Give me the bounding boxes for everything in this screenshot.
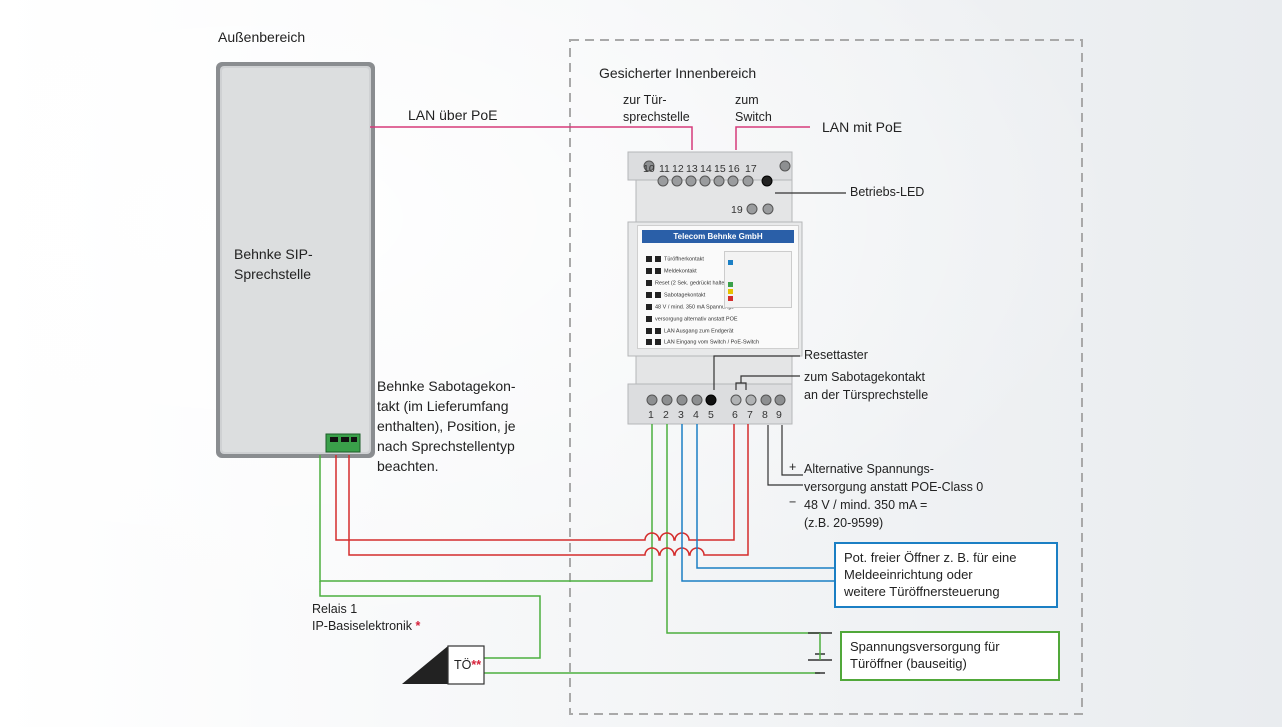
terminal-15: 15	[714, 163, 726, 175]
terminal-7: 7	[747, 409, 753, 421]
power-supply-box: Spannungsversorgung für Türöffner (bause…	[840, 631, 1060, 681]
tamper-station-label: zum Sabotagekontakt an der Türsprechstel…	[804, 370, 929, 402]
green-wire-relay	[319, 581, 541, 659]
tamper-contact-module	[325, 433, 361, 453]
to-door-station-label: zur Tür- sprechstelle	[623, 93, 690, 124]
to-switch-label: zum Switch	[735, 93, 772, 124]
lan-poe-outdoor-label: LAN über PoE	[408, 107, 498, 123]
terminal-17: 17	[745, 163, 757, 175]
terminal-19: 19	[731, 204, 743, 216]
terminal-16: 16	[728, 163, 740, 175]
terminal-3: 3	[678, 409, 684, 421]
tamper-note-label: Behnke Sabotagekon- takt (im Lieferumfan…	[377, 378, 516, 474]
terminal-11: 11	[659, 163, 670, 175]
terminal-14: 14	[700, 163, 712, 175]
lan-poe-outdoor-line	[370, 126, 693, 150]
lan-with-poe-line	[735, 126, 810, 150]
operating-led-label: Betriebs-LED	[850, 185, 925, 199]
lan-with-poe-label: LAN mit PoE	[822, 119, 903, 135]
secured-indoor-label: Gesicherter Innenbereich	[599, 65, 757, 81]
bottom-terminals	[646, 394, 786, 406]
terminal-10: 10	[643, 163, 655, 175]
door-opener-wedge	[402, 646, 448, 684]
door-opener-label: TÖ**	[454, 658, 482, 672]
top-terminals	[643, 160, 791, 215]
terminal-12: 12	[672, 163, 684, 175]
alt-power-line-3: 48 V / mind. 350 mA =	[804, 498, 928, 512]
reset-leader	[713, 355, 800, 390]
relay-asterisk: *	[415, 619, 421, 633]
terminal-5: 5	[708, 409, 714, 421]
alt-power-plus: +	[789, 460, 797, 474]
device-label: Telecom Behnke GmbH Türöffnerkontakt Mel…	[637, 225, 799, 349]
blue-wire-2	[696, 424, 834, 569]
potential-free-opener-box: Pot. freier Öffner z. B. für eine Meldee…	[834, 542, 1058, 608]
tamper-leader	[740, 375, 800, 383]
alt-power-plus-wire	[781, 425, 803, 476]
green-wire-1	[319, 424, 653, 582]
terminal-9: 9	[776, 409, 782, 421]
secured-area-border	[569, 39, 1083, 715]
alt-power-minus: −	[789, 495, 797, 509]
outdoor-label: Außenbereich	[218, 29, 306, 45]
door-opener-asterisks: **	[471, 658, 482, 672]
alt-power-line-2: versorgung anstatt POE-Class 0	[804, 480, 984, 494]
terminal-8: 8	[762, 409, 768, 421]
red-wire-1	[335, 424, 735, 541]
relay-line-2: IP-Basiselektronik *	[312, 619, 421, 633]
green-wire-2	[666, 424, 820, 634]
alt-power-line-4: (z.B. 20-9599)	[804, 516, 884, 530]
device-led-legend	[724, 251, 792, 308]
terminal-2: 2	[663, 409, 669, 421]
station-label: Behnke SIP- Sprechstelle	[234, 246, 313, 282]
terminal-4: 4	[693, 409, 699, 421]
relay-line-1: Relais 1	[312, 602, 358, 616]
alt-power-line-1: Alternative Spannungs-	[804, 462, 934, 476]
terminal-6: 6	[732, 409, 738, 421]
device-brand: Telecom Behnke GmbH	[642, 230, 794, 243]
terminal-13: 13	[686, 163, 698, 175]
alt-power-minus-wire	[767, 425, 803, 486]
reset-button-label: Resettaster	[804, 348, 868, 362]
blue-wire-1	[681, 424, 834, 582]
red-wire-2	[348, 424, 749, 556]
terminal-1: 1	[648, 409, 654, 421]
